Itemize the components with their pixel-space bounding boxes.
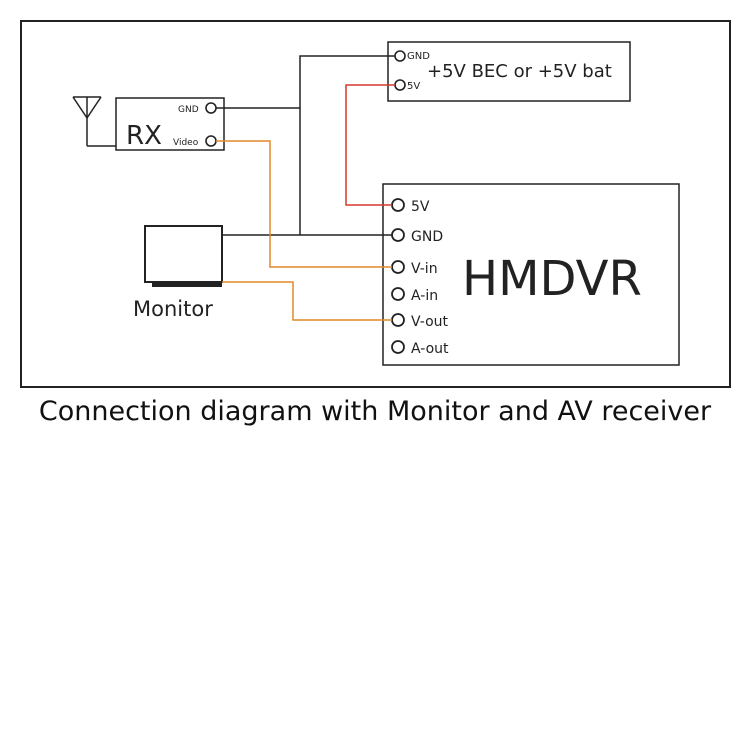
rx-video-pin bbox=[205, 135, 217, 147]
hmdvr-pin-v-out-label: V-out bbox=[411, 314, 449, 330]
hmdvr-box bbox=[382, 183, 680, 366]
hmdvr-pin-5v: 5V bbox=[391, 198, 430, 215]
rx-gnd-label: GND bbox=[178, 105, 199, 115]
wire-video-out bbox=[222, 281, 392, 321]
wire-ground bbox=[216, 55, 395, 109]
monitor-screen bbox=[144, 225, 223, 283]
hmdvr-pin-gnd-label: GND bbox=[411, 229, 443, 245]
rx-title: RX bbox=[126, 121, 162, 151]
monitor-stand bbox=[152, 282, 222, 287]
hmdvr-pin-gnd: GND bbox=[391, 228, 443, 245]
hmdvr-pin-v-out: V-out bbox=[391, 313, 449, 330]
rx-gnd-pin bbox=[205, 102, 217, 114]
hmdvr-pin-gnd-circle bbox=[391, 228, 405, 242]
diagram-frame bbox=[20, 20, 731, 388]
monitor-label: Monitor bbox=[133, 297, 213, 321]
power-gnd-pin bbox=[394, 50, 406, 62]
power-5v-pin bbox=[394, 79, 406, 91]
hmdvr-pin-a-in-label: A-in bbox=[411, 288, 438, 304]
hmdvr-pin-a-out-label: A-out bbox=[411, 341, 449, 357]
hmdvr-pin-a-out: A-out bbox=[391, 340, 449, 357]
hmdvr-pin-v-in: V-in bbox=[391, 260, 438, 277]
diagram-caption: Connection diagram with Monitor and AV r… bbox=[38, 396, 712, 427]
hmdvr-pin-a-out-circle bbox=[391, 340, 405, 354]
wire-power-5v bbox=[345, 84, 395, 206]
hmdvr-pin-v-in-label: V-in bbox=[411, 261, 438, 277]
hmdvr-pin-a-in: A-in bbox=[391, 287, 438, 304]
hmdvr-pin-a-in-circle bbox=[391, 287, 405, 301]
power-box bbox=[387, 41, 631, 102]
rx-video-label: Video bbox=[173, 138, 199, 148]
wire-video-in bbox=[216, 140, 392, 268]
power-5v-label: 5V bbox=[407, 81, 420, 92]
hmdvr-pin-v-out-circle bbox=[391, 313, 405, 327]
antenna-icon bbox=[72, 96, 116, 147]
rx-box bbox=[115, 97, 225, 151]
hmdvr-title: HMDVR bbox=[462, 251, 642, 307]
hmdvr-pin-5v-circle bbox=[391, 198, 405, 212]
power-gnd-label: GND bbox=[407, 51, 430, 62]
hmdvr-pin-v-in-circle bbox=[391, 260, 405, 274]
hmdvr-pin-5v-label: 5V bbox=[411, 199, 430, 215]
power-box-title: +5V BEC or +5V bat bbox=[427, 61, 612, 82]
